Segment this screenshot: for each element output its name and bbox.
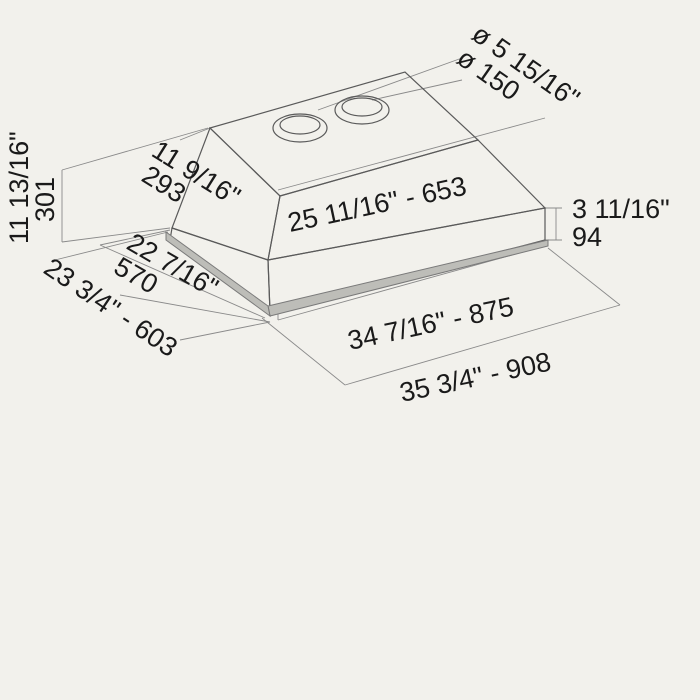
outer-depth-ext [54,231,169,261]
flange-height-mm-label: 94 [572,222,602,252]
duct-collar-right-opening [341,97,383,117]
duct-collar-left-rim [272,113,328,143]
duct-dim-leader [317,57,463,111]
height-dim-bottom [61,227,171,243]
height-dim-top [61,127,209,171]
hood-flange-left [165,231,271,318]
duct-dim-leader-2 [371,79,463,101]
duct-collars [272,95,390,143]
inner-depth-line [99,244,266,319]
outer-width-dim-line [344,304,621,386]
depth-dim-line-top [179,127,211,141]
outer-depth-line [119,294,271,323]
outer-width-ext-left [261,317,346,386]
hood-body [165,71,549,318]
duct-collar-left-opening [279,115,321,135]
outer-depth-line-2 [179,321,271,341]
flange-height-inch-label: 3 11/16" [572,194,670,224]
total-height-inch-label: 11 13/16" [4,131,34,244]
inner-depth-ext [99,229,171,246]
body-width-dim-line [277,117,546,191]
outer-width-ext-right [547,247,621,306]
duct-collar-right-rim [334,95,390,125]
dimension-labels: ø 5 15/16" ø 150 11 13/16" 301 11 9/16" … [4,18,670,408]
inner-width-label: 34 7/16" - 875 [345,291,516,355]
total-height-mm-label: 301 [30,177,60,222]
outer-width-label: 35 3/4" - 908 [397,347,554,408]
